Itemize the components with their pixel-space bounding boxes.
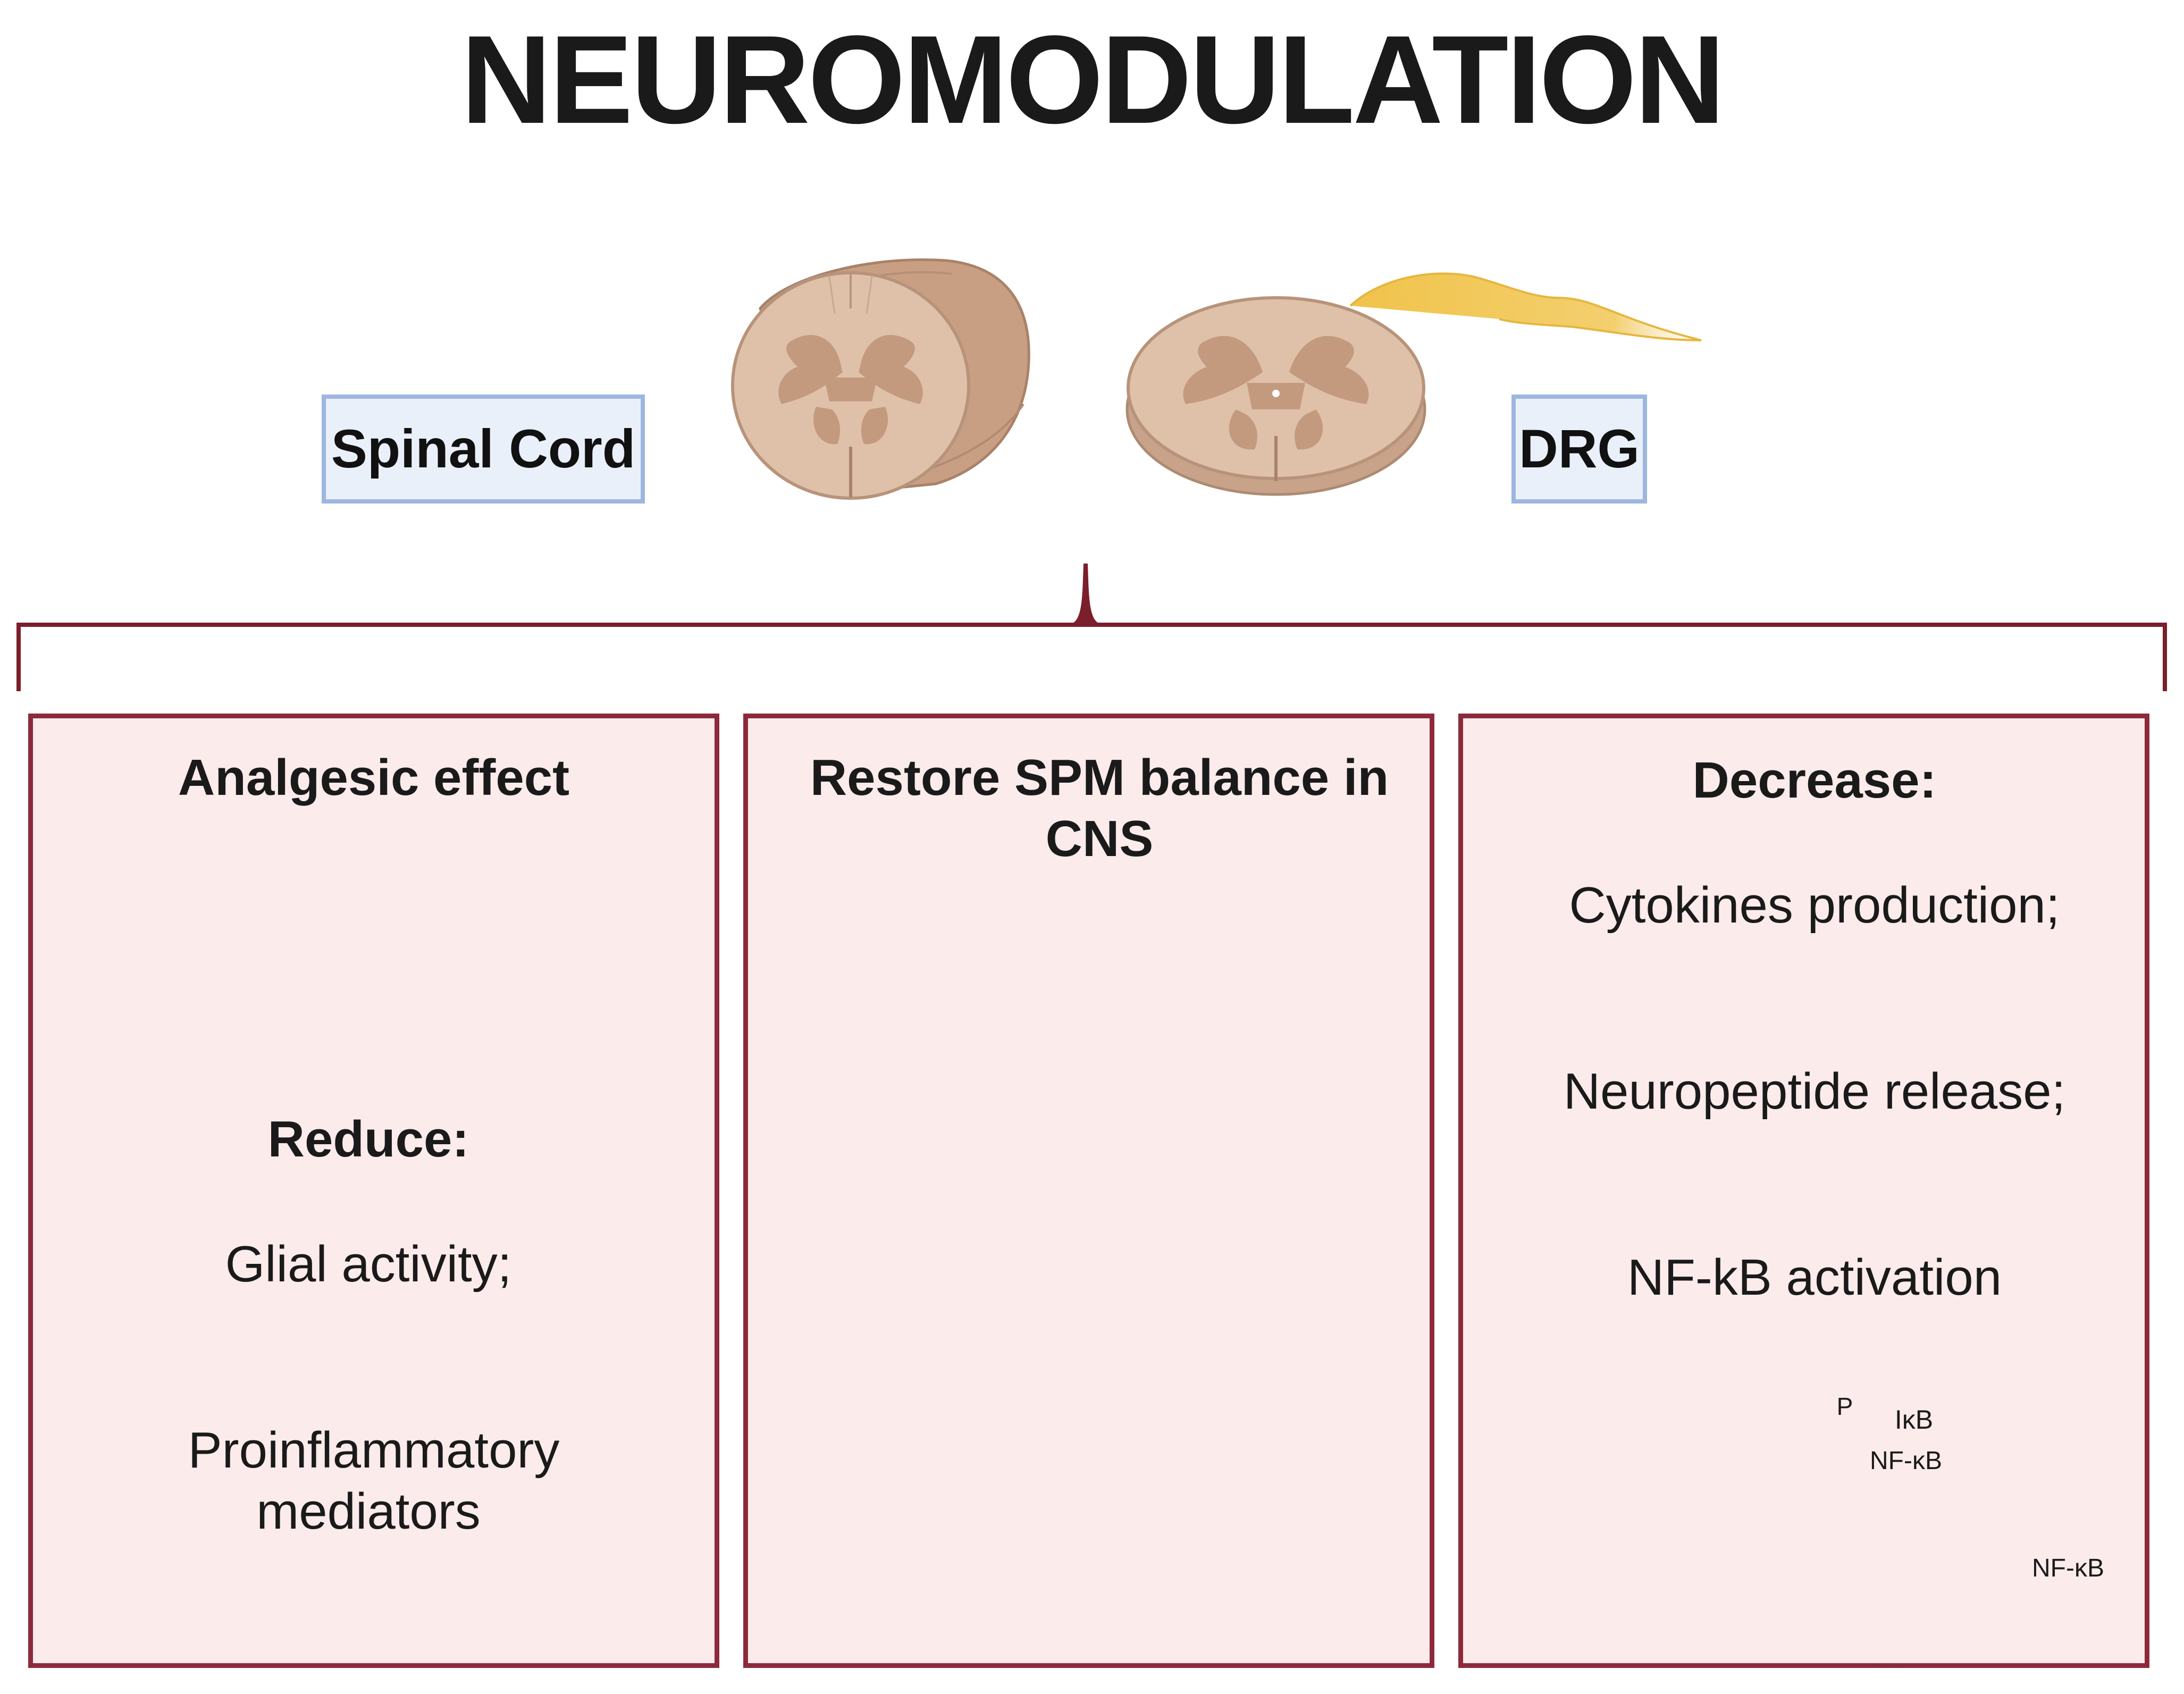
decrease-heading: Decrease: — [1692, 752, 1937, 809]
analgesic-effect-panel — [28, 714, 719, 1668]
nfkb-activation-text: NF-kB activation — [1627, 1249, 2002, 1306]
ikb-label: IκB — [1894, 1405, 1934, 1435]
spm-balance-panel — [743, 714, 1434, 1668]
mediators-text: mediators — [256, 1483, 481, 1540]
phospho-label: P — [1836, 1393, 1853, 1420]
spm-heading-line1: Restore SPM balance in — [810, 749, 1389, 806]
spinal-cord-label: Spinal Cord — [322, 395, 645, 504]
bracket-connector — [16, 563, 2167, 691]
neuropeptide-text: Neuropeptide release; — [1563, 1063, 2066, 1120]
diagram-title: NEUROMODULATION — [460, 10, 1725, 150]
decrease-panel — [1458, 714, 2149, 1668]
spinal-cord-segment-icon — [731, 258, 1030, 500]
drg-nerve-icon — [1349, 272, 1702, 341]
proinflammatory-text: Proinflammatory — [188, 1422, 560, 1479]
cytokines-text: Cytokines production; — [1569, 877, 2060, 934]
analgesic-heading: Analgesic effect — [178, 749, 570, 806]
spinal-cross-section-icon — [1125, 272, 1702, 496]
nfkb-complex-label: NF-κB — [1870, 1447, 1942, 1475]
glial-activity-text: Glial activity; — [225, 1236, 512, 1293]
drg-label: DRG — [1511, 395, 1647, 504]
reduce-heading: Reduce: — [267, 1111, 469, 1168]
nfkb-free-label: NF-κB — [2032, 1554, 2104, 1582]
spm-heading-line2: CNS — [1045, 810, 1154, 867]
